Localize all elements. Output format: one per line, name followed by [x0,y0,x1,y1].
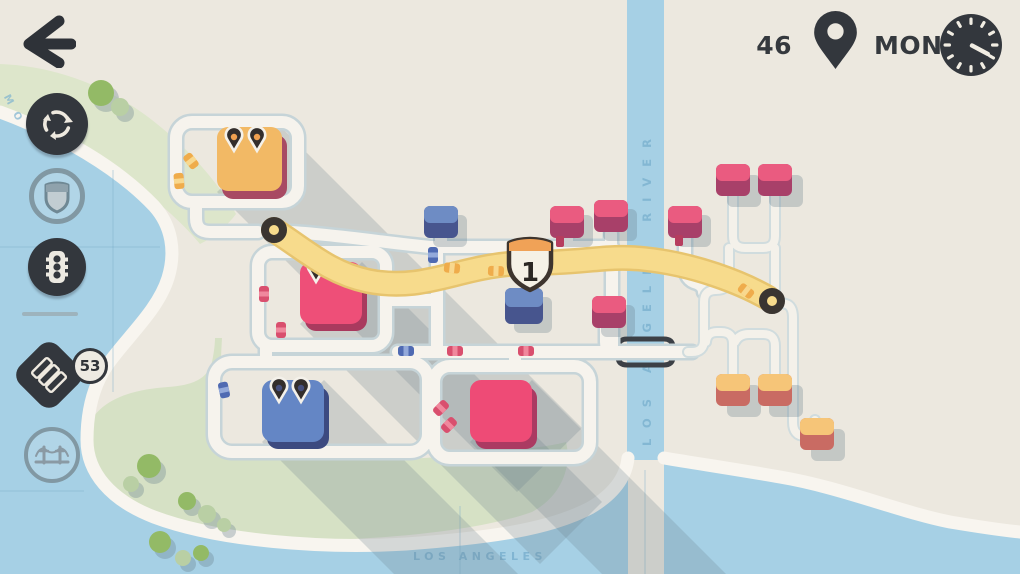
destination-blue[interactable] [262,376,329,449]
pin-icon [224,125,244,154]
river-label: LOS ANGELES RIVER [640,128,654,446]
destination-count: 46 [756,31,792,60]
roundabout-button[interactable] [26,93,88,155]
river [627,0,664,460]
house-red [758,164,803,207]
traffic-light-icon [46,251,68,283]
pin-icon [291,376,311,405]
destination-red-b[interactable] [470,380,537,449]
tiles-count-badge: 53 [72,348,108,384]
day-clock [938,12,1004,78]
day-label: MON [874,31,943,60]
pin-icon [247,125,267,154]
sidebar-divider [22,312,78,316]
motorway-endpoint[interactable] [261,217,287,243]
traffic-light-button[interactable] [28,238,86,296]
house-orange [800,418,845,461]
house-blue [505,288,552,333]
map-pin-icon [814,11,857,69]
city-label: LOS ANGELES [413,550,547,563]
back-button[interactable] [14,10,76,68]
shoreline-right [657,451,1020,539]
house-red [550,206,593,247]
house-blue [424,206,467,247]
shoreline [0,105,635,552]
destination-orange[interactable] [217,125,287,199]
bridge-button-disabled[interactable] [24,427,80,483]
motorway-button-disabled[interactable] [29,168,85,224]
road-tiles-button[interactable]: 53 [1,327,111,423]
arrow-left-icon [23,15,76,68]
stacked-road-tiles-icon [16,342,82,408]
motorway-shield-icon [44,181,70,214]
house-red [716,164,761,207]
grid-lines [0,170,646,574]
clock-icon [940,14,1002,76]
roundabout-arrows-icon [43,110,73,140]
houses[interactable] [424,164,845,461]
pin-icon [269,376,289,405]
house-orange [716,374,761,417]
tiles-count: 53 [79,357,101,375]
motorway-cars [443,262,755,299]
suspension-bridge-icon [34,445,70,465]
trees [88,80,236,572]
house-red [594,200,637,241]
house-red [592,296,635,337]
motorway-number: 1 [521,258,539,288]
motorway-endpoint[interactable] [759,288,785,314]
location-pin [812,10,859,71]
motorway-shield-badge: 1 [506,236,554,293]
house-orange [758,374,803,417]
house-red [668,206,711,247]
clock-hand [969,43,990,57]
park [83,338,568,541]
street-cars [173,152,683,433]
